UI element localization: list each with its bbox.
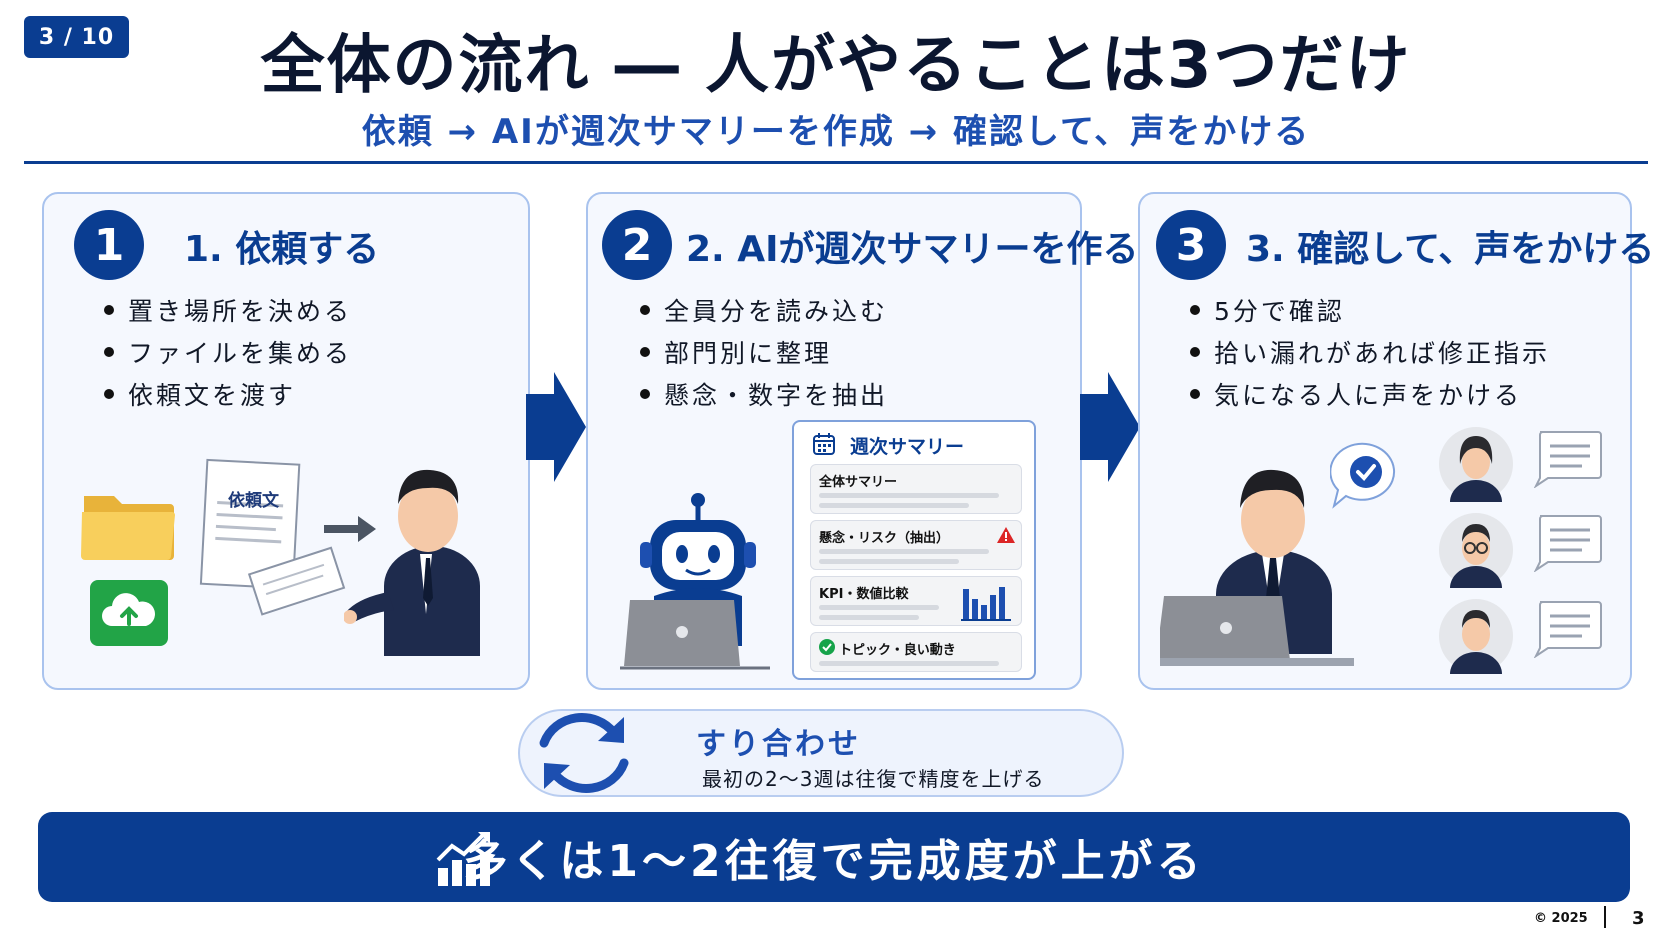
summary-item-1: 全体サマリー — [810, 464, 1022, 514]
copyright: © 2025 — [1534, 911, 1588, 926]
step1-bullet-2: ファイルを集める — [104, 334, 352, 370]
step2-bullet-2: 部門別に整理 — [640, 334, 832, 370]
step1-bullet-3: 依頼文を渡す — [104, 376, 296, 412]
trend-chart-icon — [436, 832, 490, 886]
step2-bullet-3: 懸念・数字を抽出 — [640, 376, 888, 412]
summary-item-3: KPI・数値比較 — [810, 576, 1022, 626]
handoff-arrow-icon — [324, 516, 376, 542]
flow-arrow-2-icon — [1080, 372, 1140, 482]
calendar-icon — [813, 433, 835, 455]
summary-panel: 週次サマリー 全体サマリー 懸念・リスク（抽出） KPI・数値比較 — [792, 420, 1036, 680]
step2-bullet-1: 全員分を読み込む — [640, 292, 888, 328]
robot-icon — [620, 493, 770, 670]
warning-icon — [997, 527, 1015, 543]
step3-bullet-2: 拾い漏れがあれば修正指示 — [1190, 334, 1550, 370]
sync-text: 最初の2〜3週は往復で精度を上げる — [702, 767, 1045, 791]
check-circle-icon — [819, 639, 835, 655]
header-divider — [24, 161, 1648, 164]
sync-title: すり合わせ — [696, 727, 861, 762]
step-number-3: 3 — [1156, 210, 1226, 280]
chat-bubble-2-icon — [1533, 515, 1602, 572]
step-title-1: 1. 依頼する — [184, 229, 380, 270]
step1-bullet-1: 置き場所を決める — [104, 292, 352, 328]
step3-bullet-3: 気になる人に声をかける — [1190, 376, 1522, 412]
summary-item-4: トピック・良い動き — [810, 632, 1022, 672]
chat-bubble-1-icon — [1533, 431, 1602, 488]
page-title: 全体の流れ ― 人がやることは3つだけ — [260, 29, 1412, 103]
check-bubble-icon — [1330, 442, 1396, 509]
summary-header: 週次サマリー — [850, 436, 965, 458]
step-card-1: 1 1. 依頼する 置き場所を決める ファイルを集める 依頼文を渡す 依頼文 — [42, 192, 530, 690]
person-laptop-icon — [1160, 469, 1354, 666]
step-number-2: 2 — [602, 210, 672, 280]
conclusion-banner: 多くは1〜2往復で完成度が上がる — [38, 812, 1630, 902]
step-card-3: 3 3. 確認して、声をかける 5分で確認 拾い漏れがあれば修正指示 気になる人… — [1138, 192, 1654, 690]
page-subtitle: 依頼 → AIが週次サマリーを作成 → 確認して、声をかける — [361, 112, 1311, 152]
footer-divider — [1604, 906, 1606, 928]
page-badge: 3 / 10 — [24, 16, 129, 58]
document-label: 依頼文 — [228, 491, 279, 511]
summary-item-2: 懸念・リスク（抽出） — [810, 520, 1022, 570]
page-number: 3 — [1632, 908, 1645, 929]
step-card-2: 2 2. AIが週次サマリーを作る 全員分を読み込む 部門別に整理 懸念・数字を… — [586, 192, 1139, 690]
step3-bullet-1: 5分で確認 — [1190, 292, 1345, 328]
folder-icon — [81, 496, 175, 560]
businessman-icon — [344, 469, 480, 656]
avatar-2-icon — [1439, 513, 1513, 588]
bar-chart-icon — [961, 587, 1011, 621]
step-title-2: 2. AIが週次サマリーを作る — [686, 229, 1139, 270]
step-title-3: 3. 確認して、声をかける — [1246, 229, 1655, 270]
avatar-1-icon — [1439, 427, 1513, 502]
document-icon — [199, 458, 346, 616]
step-number-1: 1 — [74, 210, 144, 280]
sync-cycle-icon — [539, 713, 629, 793]
avatar-3-icon — [1439, 599, 1513, 674]
cloud-upload-icon — [90, 580, 168, 646]
flow-arrow-1-icon — [526, 372, 586, 482]
chat-bubble-3-icon — [1533, 601, 1602, 658]
sync-callout: すり合わせ 最初の2〜3週は往復で精度を上げる — [518, 709, 1124, 797]
banner-text: 多くは1〜2往復で完成度が上がる — [463, 836, 1205, 887]
